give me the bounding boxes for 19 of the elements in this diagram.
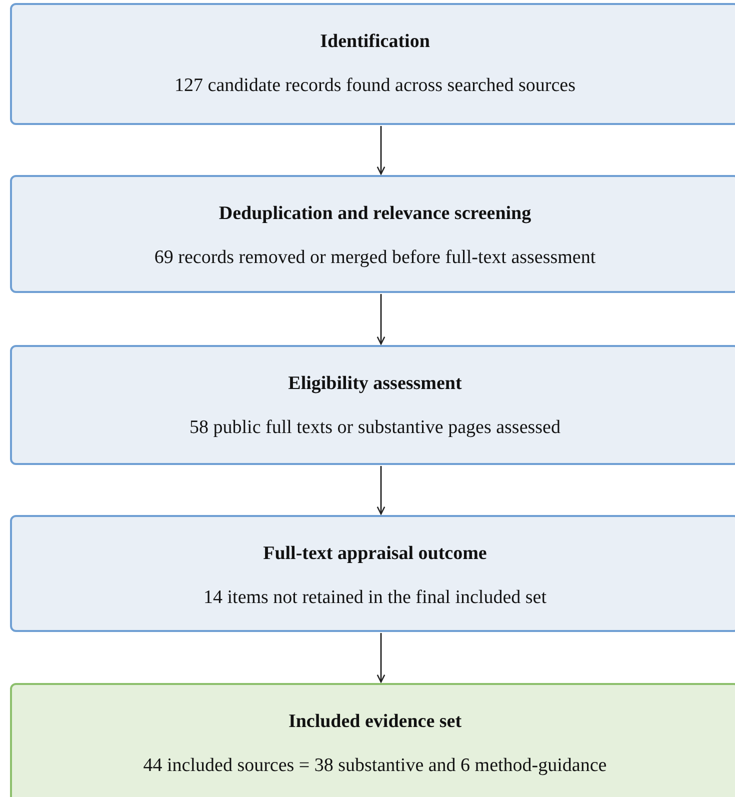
step-title: Included evidence set (288, 711, 462, 733)
step-description: 127 candidate records found across searched sources (174, 75, 576, 97)
arrow (376, 294, 386, 345)
step-title: Eligibility assessment (288, 373, 462, 395)
step-description: 14 items not retained in the final included set (204, 587, 546, 609)
step-title: Full-text appraisal outcome (263, 543, 487, 565)
process-box (10, 515, 735, 632)
process-box (10, 3, 735, 125)
result-box (10, 683, 735, 797)
step-title: Identification (320, 31, 430, 53)
arrow (376, 633, 386, 683)
step-title: Deduplication and relevance screening (218, 203, 532, 225)
step-description: 44 included sources = 38 substantive and 6 method-guidance (143, 755, 607, 777)
process-box (10, 175, 735, 293)
arrow (376, 466, 386, 515)
process-box (10, 345, 735, 465)
step-description: 58 public full texts or substantive pages assessed (190, 417, 560, 439)
step-description: 69 records removed or merged before full-text assessment (154, 247, 596, 269)
arrow (376, 126, 386, 175)
